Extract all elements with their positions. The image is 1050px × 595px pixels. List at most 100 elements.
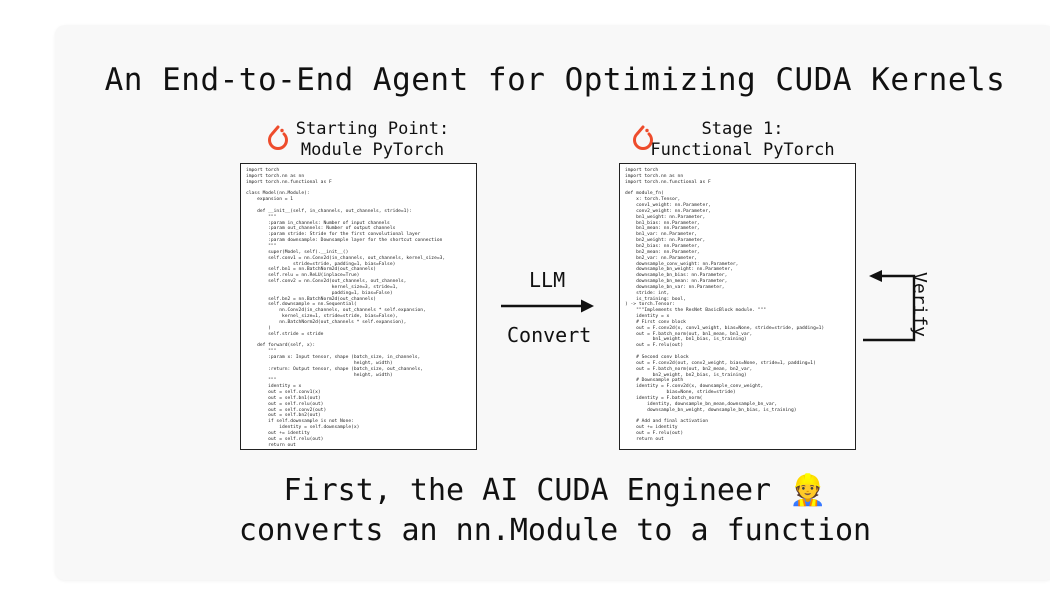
code-line: bn2_bias: nn.Parameter,	[625, 243, 700, 249]
right-header-line2: Functional PyTorch	[650, 140, 835, 160]
code-line: if self.downsample is not None:	[246, 419, 354, 425]
code-line: """	[246, 243, 277, 249]
code-line: bn1_mean: nn.Parameter,	[625, 226, 700, 232]
code-line: out = self.conv1(x)	[246, 390, 321, 396]
verify-loop-arrow	[863, 270, 916, 342]
code-line: height, width)	[246, 372, 393, 378]
code-line: bn2_weight, bn2_bias, is_training)	[625, 372, 747, 378]
code-line: x: torch.Tensor,	[625, 197, 681, 203]
code-line: out = F.relu(out)	[625, 343, 684, 349]
code-line: self.stride = stride	[246, 331, 324, 337]
code-line: self.conv2 = nn.Conv2d(out_channels, out…	[246, 279, 407, 285]
code-line: bn1_weight, bn1_bias, is_training)	[625, 337, 747, 343]
code-line: identity, downsample_bn_mean,downsample_…	[625, 401, 778, 407]
code-line: :param x: Input tensor, shape (batch_siz…	[246, 355, 421, 360]
llm-label: LLM	[529, 268, 566, 292]
code-line: out = F.conv2d(out, conv2_weight, bias=N…	[625, 360, 816, 366]
convert-arrow	[501, 299, 594, 313]
right-panel-header: Stage 1: Functional PyTorch	[635, 119, 850, 161]
code-line: identity = F.batch_norm(	[625, 395, 703, 401]
convert-label: Convert	[507, 323, 592, 347]
verify-label: Verify	[909, 272, 930, 338]
code-line: import torch.nn as nn	[625, 173, 684, 179]
code-line: out = F.conv2d(x, conv1_weight, bias=Non…	[625, 325, 825, 331]
caption-line-1: First, the AI CUDA Engineer 👷	[283, 473, 827, 508]
left-panel-header: Starting Point: Module PyTorch	[265, 119, 480, 161]
code-line: )	[246, 325, 271, 331]
code-line: height, width)	[246, 360, 393, 366]
code-line: downsample_bn_bias: nn.Parameter,	[625, 273, 728, 279]
code-line: bn2_var: nn.Parameter,	[625, 255, 697, 261]
code-line: import torch.nn.functional as F	[246, 179, 332, 185]
code-line: stride: int,	[625, 290, 670, 296]
code-line: :param out_channels: Number of output ch…	[246, 226, 396, 232]
code-line: def forward(self, x):	[246, 343, 316, 349]
code-line: conv2_weight: nn.Parameter,	[625, 208, 711, 214]
code-line: :return: Output tensor, shape (batch_siz…	[246, 366, 424, 372]
code-line: bn2_weight: nn.Parameter,	[625, 238, 706, 244]
code-line: out = self.relu(out)	[246, 436, 324, 442]
code-line: bn1_weight: nn.Parameter,	[625, 214, 706, 220]
pytorch-logo-icon	[633, 125, 653, 150]
code-line: """	[246, 349, 277, 355]
code-line: :param stride: Stride for the first conv…	[246, 232, 421, 238]
code-line: identity = self.downsample(x)	[246, 425, 360, 431]
code-line: padding=1, bias=False)	[246, 290, 393, 296]
code-line: # Add and final activation	[625, 419, 708, 425]
code-line: identity = x	[246, 384, 302, 390]
code-line: self.relu = nn.ReLU(inplace=True)	[246, 273, 360, 279]
code-line: self.bn1 = nn.BatchNorm2d(out_channels)	[246, 267, 376, 273]
code-line: out = F.relu(out)	[625, 430, 684, 436]
code-line: downsample_bn_mean: nn.Parameter,	[625, 279, 728, 285]
code-line: identity = F.conv2d(x, downsample_conv_w…	[625, 384, 764, 390]
caption-line-2: converts an nn.Module to a function	[238, 513, 872, 548]
slide-title: An End-to-End Agent for Optimizing CUDA …	[104, 62, 1006, 98]
code-line: nn.BatchNorm2d(out_channels * self.expan…	[246, 319, 407, 325]
code-line: :param in_channels: Number of input chan…	[246, 220, 390, 226]
code-line: # Downsample path	[625, 378, 684, 384]
code-line: """	[246, 378, 277, 384]
code-line: expansion = 1	[246, 197, 294, 203]
code-line: out = F.batch_norm(out, bn1_mean, bn1_va…	[625, 331, 753, 337]
left-header-line1: Starting Point:	[295, 119, 450, 139]
code-line: # Second conv block	[625, 355, 689, 360]
code-line: def module_fn(	[625, 191, 664, 197]
code-line: """	[246, 214, 277, 220]
code-line: out = F.batch_norm(out, bn2_mean, bn2_va…	[625, 366, 753, 372]
code-line: :param downsample: Downsample layer for …	[246, 238, 443, 244]
code-line: bn2_mean: nn.Parameter,	[625, 249, 700, 255]
code-line: # First conv block	[625, 319, 686, 325]
code-line: self.conv1 = nn.Conv2d(in_channels, out_…	[246, 255, 446, 261]
code-line: bn1_bias: nn.Parameter,	[625, 220, 700, 226]
code-line: import torch.nn.functional as F	[625, 179, 711, 185]
code-line: super(Model, self).__init__()	[246, 249, 349, 255]
code-line: conv1_weight: nn.Parameter,	[625, 203, 711, 209]
code-line: def __init__(self, in_channels, out_chan…	[246, 208, 412, 214]
code-line: kernel_size=3, stride=1,	[246, 284, 399, 290]
code-line: import torch	[625, 168, 659, 173]
code-line: downsample_bn_weight: nn.Parameter,	[625, 267, 733, 273]
code-line: out = self.relu(out)	[246, 401, 324, 407]
code-line: return out	[625, 436, 664, 442]
code-line: bn1_var: nn.Parameter,	[625, 232, 697, 238]
code-line: out += identity	[625, 425, 678, 431]
code-line: class Model(nn.Module):	[246, 191, 310, 197]
code-line: downsample_conv_weight: nn.Parameter,	[625, 261, 739, 267]
left-header-line2: Module PyTorch	[300, 140, 445, 160]
code-line: return out	[246, 442, 296, 448]
code-line: out = self.bn1(out)	[246, 395, 321, 401]
code-line: """Implements the ResNet BasicBlock modu…	[625, 308, 767, 314]
code-line: kernel_size=1, stride=stride, bias=False…	[246, 314, 399, 320]
code-line: is_training: bool,	[625, 296, 686, 302]
code-line: bias=None, stride=stride)	[625, 390, 736, 396]
code-line: out = self.bn2(out)	[246, 413, 321, 419]
code-line: ) -> torch.Tensor:	[625, 302, 675, 308]
code-line: self.bn2 = nn.BatchNorm2d(out_channels)	[246, 296, 376, 302]
right-header-line1: Stage 1:	[701, 119, 784, 139]
pytorch-logo-icon	[268, 125, 288, 150]
code-line: downsample_bn_var: nn.Parameter,	[625, 284, 725, 290]
code-line: identity = x	[625, 314, 670, 320]
